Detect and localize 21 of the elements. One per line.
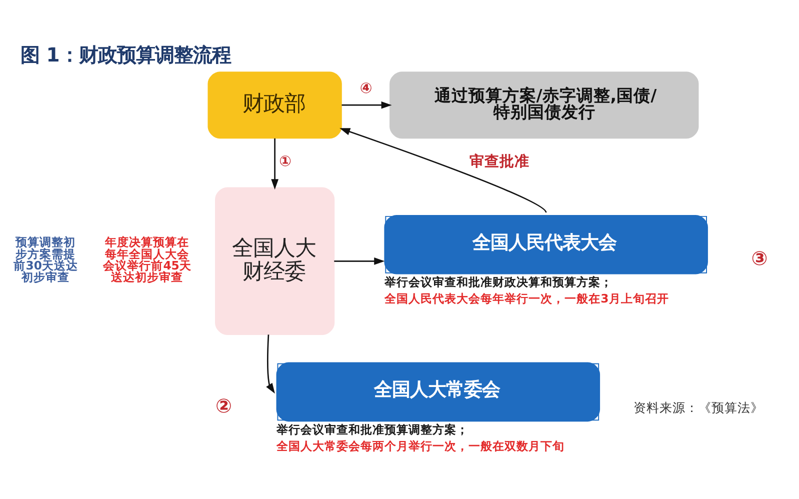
diagram-title: 图 1：财政预算调整流程 [20,43,231,66]
arrow [340,128,547,213]
node-label: 举行会议审查和批准财政决算和预算方案； [384,275,613,290]
label: ③ [751,247,768,270]
node-label: 全国人大常委会每两个月举行一次，一般在双数月下旬 [276,438,565,453]
label: 预算调整初步方案需提前30天送达初步审查 [14,235,78,284]
label: ② [215,394,232,418]
node-box: 财政部 [208,72,342,139]
node-box: 通过预算方案/赤字调整,国债/特别国债发行 [390,72,699,139]
arrow [342,101,392,109]
edge-label: ① [279,152,292,170]
edge-label: ④ [360,80,372,97]
node-label: 举行会议审查和批准预算调整方案； [276,422,469,436]
caption: 资料来源：《预算法》 [634,400,764,415]
arrow [266,334,275,394]
node-box: 全国人大财经委 [215,187,335,336]
arrow [334,257,385,265]
label: 年度决算预算在每年全国人大会会议举行前45天送达初步审查 [103,235,192,284]
edge-label: 审查批准 [470,152,530,170]
arrow [271,138,278,190]
node-label: 全国人民代表大会每年举行一次，一般在3月上旬召开 [384,292,669,306]
